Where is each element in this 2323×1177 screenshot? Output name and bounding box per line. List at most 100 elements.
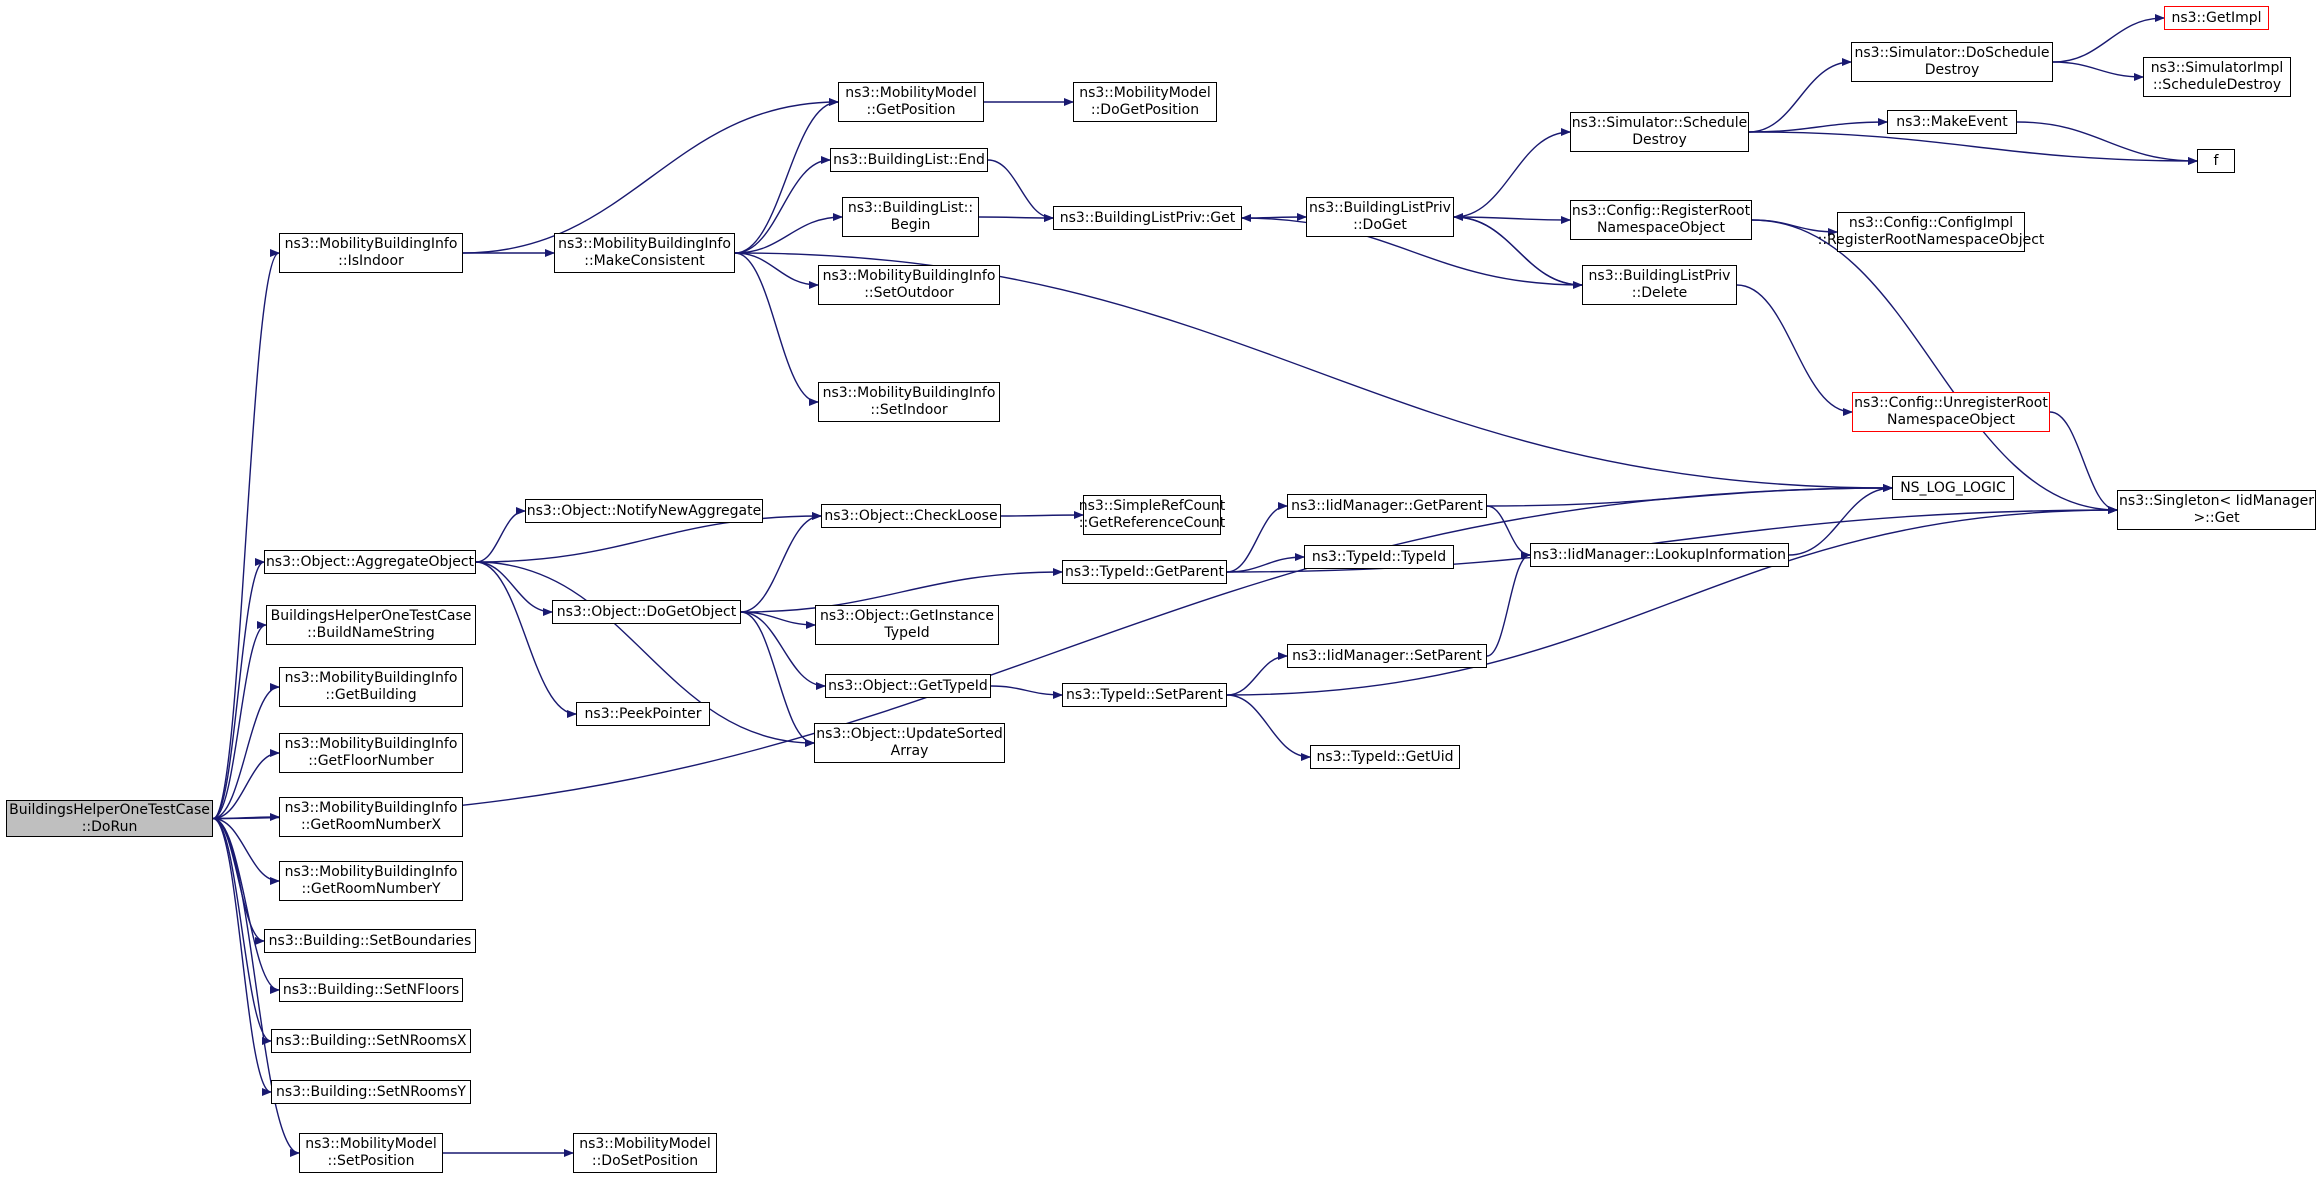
node-checkloose[interactable]: ns3::Object::CheckLoose xyxy=(821,504,1001,528)
node-buildnamestring[interactable]: BuildingsHelperOneTestCase ::BuildNameSt… xyxy=(266,605,476,645)
node-simimpl-sched[interactable]: ns3::SimulatorImpl ::ScheduleDestroy xyxy=(2143,57,2291,97)
edge-sched-destroy-to-do-sched-destroy xyxy=(1748,58,1852,133)
edge-makeconsistent-to-setoutdoor xyxy=(734,252,819,289)
edge-blp-doget-to-reg-root xyxy=(1453,215,1571,224)
edge-iid-setparent-to-iid-lookup xyxy=(1486,551,1531,657)
node-gettypeid[interactable]: ns3::Object::GetTypeId xyxy=(825,674,991,698)
node-dogetposition[interactable]: ns3::MobilityModel ::DoGetPosition xyxy=(1073,82,1217,122)
edge-sched-destroy-to-f xyxy=(1748,131,2198,165)
node-setnfloors[interactable]: ns3::Building::SetNFloors xyxy=(279,978,463,1002)
edge-typeid-setparent-to-iid-setparent xyxy=(1226,652,1288,696)
edge-typeid-setparent-to-typeid-getuid xyxy=(1226,694,1311,761)
edge-root-to-getfloornumber xyxy=(212,749,280,820)
node-root[interactable]: BuildingsHelperOneTestCase ::DoRun xyxy=(6,800,213,837)
node-bl-end[interactable]: ns3::BuildingList::End xyxy=(830,148,988,172)
node-getroomy[interactable]: ns3::MobilityBuildingInfo ::GetRoomNumbe… xyxy=(279,861,463,901)
node-f[interactable]: f xyxy=(2197,149,2235,173)
edge-root-to-buildnamestring xyxy=(212,621,267,820)
edge-checkloose-to-getrefcount xyxy=(1000,511,1084,520)
node-unreg-root[interactable]: ns3::Config::UnregisterRoot NamespaceObj… xyxy=(1852,392,2050,432)
node-iid-setparent[interactable]: ns3::IidManager::SetParent xyxy=(1287,644,1487,668)
node-updatesorted[interactable]: ns3::Object::UpdateSorted Array xyxy=(814,723,1005,763)
edge-reg-root-to-singleton-get xyxy=(1751,219,2118,514)
node-peekpointer[interactable]: ns3::PeekPointer xyxy=(576,702,710,726)
node-getfloornumber[interactable]: ns3::MobilityBuildingInfo ::GetFloorNumb… xyxy=(279,733,463,773)
node-setboundaries[interactable]: ns3::Building::SetBoundaries xyxy=(264,929,476,953)
edge-typeid-getparent-to-typeid-typeid xyxy=(1226,553,1305,573)
node-isindoor[interactable]: ns3::MobilityBuildingInfo ::IsIndoor xyxy=(279,233,463,273)
node-ns-log-logic[interactable]: NS_LOG_LOGIC xyxy=(1892,476,2014,500)
edge-root-to-setnfloors xyxy=(212,817,280,994)
edge-isindoor-to-getposition xyxy=(462,98,839,254)
edge-typeid-getparent-to-iid-getparent xyxy=(1226,502,1288,573)
edge-do-sched-destroy-to-getimpl xyxy=(2052,14,2165,63)
node-blp-delete[interactable]: ns3::BuildingListPriv ::Delete xyxy=(1582,265,1737,305)
node-bl-begin[interactable]: ns3::BuildingList:: Begin xyxy=(842,197,979,237)
edge-root-to-setnroomsy xyxy=(212,817,272,1096)
edge-root-to-getroomx xyxy=(212,813,280,822)
edge-makeconsistent-to-bl-end xyxy=(734,156,831,254)
edge-bl-end-to-blp-get xyxy=(987,159,1054,222)
node-dogetobject[interactable]: ns3::Object::DoGetObject xyxy=(552,600,741,624)
edge-iid-lookup-to-ns-log-logic xyxy=(1788,484,1893,556)
edge-dogetobject-to-checkloose xyxy=(740,512,822,613)
node-singleton-get[interactable]: ns3::Singleton< IidManager >::Get xyxy=(2117,490,2316,530)
node-typeid-setparent[interactable]: ns3::TypeId::SetParent xyxy=(1062,683,1227,707)
node-typeid-typeid[interactable]: ns3::TypeId::TypeId xyxy=(1304,545,1454,569)
node-blp-doget[interactable]: ns3::BuildingListPriv ::DoGet xyxy=(1306,197,1454,237)
edge-aggregate-to-notify-new-agg xyxy=(475,507,526,563)
edge-root-to-setnroomsx xyxy=(212,817,272,1045)
edge-aggregate-to-dogetobject xyxy=(475,561,553,616)
edge-dogetobject-to-typeid-getparent xyxy=(740,568,1063,613)
edge-makeconsistent-to-getposition xyxy=(734,98,839,254)
edge-root-to-ns-log-logic xyxy=(212,484,1893,820)
node-getimpl[interactable]: ns3::GetImpl xyxy=(2164,6,2269,30)
node-getroomx[interactable]: ns3::MobilityBuildingInfo ::GetRoomNumbe… xyxy=(279,797,463,837)
edge-iid-getparent-to-ns-log-logic xyxy=(1486,484,1893,507)
node-do-sched-destroy[interactable]: ns3::Simulator::DoSchedule Destroy xyxy=(1851,42,2053,82)
node-getinstancetypeid[interactable]: ns3::Object::GetInstance TypeId xyxy=(815,605,999,645)
node-setposition[interactable]: ns3::MobilityModel ::SetPosition xyxy=(299,1133,443,1173)
node-blp-get[interactable]: ns3::BuildingListPriv::Get xyxy=(1053,206,1242,230)
node-getrefcount[interactable]: ns3::SimpleRefCount ::GetReferenceCount xyxy=(1079,495,1225,535)
edge-root-to-isindoor xyxy=(212,249,280,820)
edge-dogetobject-to-gettypeid xyxy=(740,611,826,690)
edge-makeconsistent-to-setindoor xyxy=(734,252,819,406)
edge-root-to-getroomy xyxy=(212,817,280,885)
edge-root-to-aggregate xyxy=(212,558,265,820)
node-iid-lookup[interactable]: ns3::IidManager::LookupInformation xyxy=(1530,543,1789,567)
node-dosetposition[interactable]: ns3::MobilityModel ::DoSetPosition xyxy=(573,1133,717,1173)
node-typeid-getparent[interactable]: ns3::TypeId::GetParent xyxy=(1062,560,1227,584)
node-reg-root[interactable]: ns3::Config::RegisterRoot NamespaceObjec… xyxy=(1570,200,1752,240)
edge-unreg-root-to-singleton-get xyxy=(2049,411,2118,514)
edge-iid-getparent-to-iid-lookup xyxy=(1486,505,1531,559)
node-notify-new-agg[interactable]: ns3::Object::NotifyNewAggregate xyxy=(525,499,763,523)
node-getbuilding[interactable]: ns3::MobilityBuildingInfo ::GetBuilding xyxy=(279,667,463,707)
node-setnroomsx[interactable]: ns3::Building::SetNRoomsX xyxy=(271,1029,471,1053)
node-aggregate[interactable]: ns3::Object::AggregateObject xyxy=(264,550,476,574)
edge-blp-delete-to-blp-get xyxy=(1241,214,1583,286)
edge-blp-doget-to-sched-destroy xyxy=(1453,128,1571,218)
edge-gettypeid-to-typeid-setparent xyxy=(990,685,1063,699)
edge-aggregate-to-updatesorted xyxy=(475,561,815,747)
node-makeconsistent[interactable]: ns3::MobilityBuildingInfo ::MakeConsiste… xyxy=(554,233,735,273)
node-setoutdoor[interactable]: ns3::MobilityBuildingInfo ::SetOutdoor xyxy=(818,265,1000,305)
edge-makeconsistent-to-bl-begin xyxy=(734,213,843,254)
node-sched-destroy[interactable]: ns3::Simulator::Schedule Destroy xyxy=(1570,112,1749,152)
node-iid-getparent[interactable]: ns3::IidManager::GetParent xyxy=(1287,494,1487,518)
edge-makeevent-to-f xyxy=(2016,121,2198,165)
edge-typeid-setparent-to-singleton-get xyxy=(1226,506,2118,696)
edge-dogetobject-to-getinstancetypeid xyxy=(740,611,816,629)
edge-root-to-getbuilding xyxy=(212,683,280,820)
edge-aggregate-to-checkloose xyxy=(475,512,822,563)
node-typeid-getuid[interactable]: ns3::TypeId::GetUid xyxy=(1310,745,1460,769)
edge-blp-delete-to-blp-doget xyxy=(1453,213,1583,286)
node-setnroomsy[interactable]: ns3::Building::SetNRoomsY xyxy=(271,1080,471,1104)
edge-blp-delete-to-unreg-root xyxy=(1736,284,1853,416)
node-setindoor[interactable]: ns3::MobilityBuildingInfo ::SetIndoor xyxy=(818,382,1000,422)
node-configimpl-reg[interactable]: ns3::Config::ConfigImpl ::RegisterRootNa… xyxy=(1818,212,2044,252)
node-getposition[interactable]: ns3::MobilityModel ::GetPosition xyxy=(838,82,984,122)
edge-root-to-setposition xyxy=(212,817,300,1157)
node-makeevent[interactable]: ns3::MakeEvent xyxy=(1887,110,2017,134)
